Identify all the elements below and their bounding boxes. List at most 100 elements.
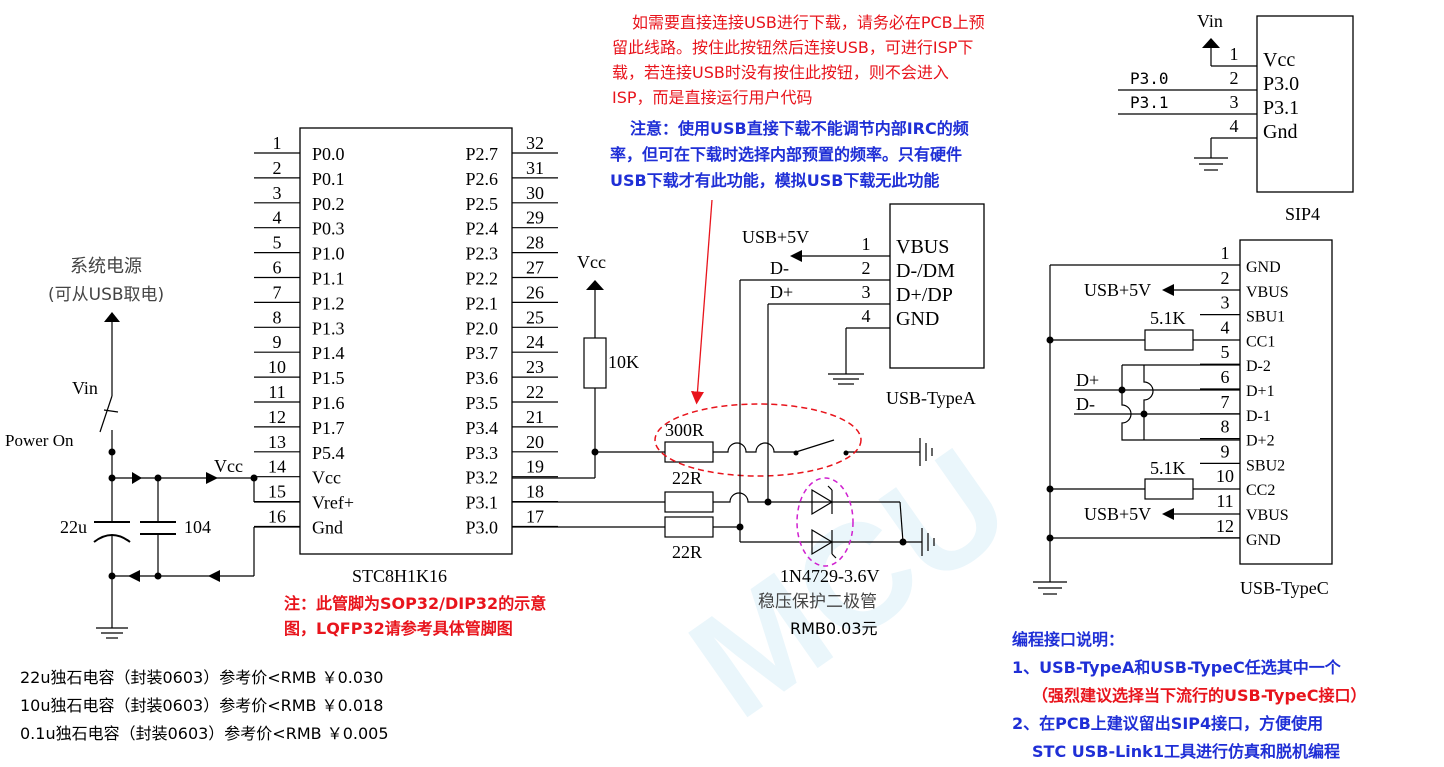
mcu-pin-29-num: 29 <box>526 208 544 228</box>
mcu-pin-12-name: P1.7 <box>312 418 345 438</box>
resistor-cc2 <box>1144 478 1194 500</box>
diode-price: RMB0.03元 <box>790 619 878 638</box>
usb-typec-5v-bottom: USB+5V <box>1084 504 1151 524</box>
power-switch[interactable] <box>99 395 113 433</box>
mcu-pin-24-num: 24 <box>526 332 544 352</box>
usbc-pin-num: 9 <box>1221 441 1230 461</box>
usb-typea-5v: USB+5V <box>742 227 809 247</box>
mcu-pin-14-name: Vcc <box>312 468 341 488</box>
pullup-vcc-label: Vcc <box>577 252 606 272</box>
mcu-pin-23-num: 23 <box>526 357 544 377</box>
usbc-pin-num: 6 <box>1221 367 1230 387</box>
isp-button[interactable] <box>795 439 835 453</box>
mcu-pin-7-num: 7 <box>273 282 282 302</box>
resistor-22r-a <box>664 491 714 513</box>
ground-icon <box>828 373 864 385</box>
mcu-pin-17-num: 17 <box>526 507 544 527</box>
usba-pin-name: D-/DM <box>896 260 955 282</box>
blue-note-line-3: USB下载才有此功能，模拟USB下载无此功能 <box>610 171 940 190</box>
mcu-pin-10-num: 10 <box>268 357 286 377</box>
mcu-pin-8-num: 8 <box>273 307 282 327</box>
resistor-300r <box>664 441 714 463</box>
usb-typec-body <box>1239 239 1333 565</box>
resistor-10k <box>583 337 607 389</box>
mcu-pin-24-name: P3.7 <box>465 343 498 363</box>
mcu-pin-10-name: P1.5 <box>312 368 345 388</box>
prog-title: 编程接口说明： <box>1012 630 1125 649</box>
prog-item-2: 2、在PCB上建议留出SIP4接口，方便使用 <box>1012 714 1324 733</box>
usb-typea-body <box>889 203 985 369</box>
sip4-pin-num: 1 <box>1230 44 1239 64</box>
usbc-pin-name: GND <box>1246 532 1281 549</box>
blue-note-line-2: 率，但可在下载时选择内部预置的频率。只有硬件 <box>610 145 963 164</box>
usb-typec-dplus: D+ <box>1076 370 1099 390</box>
mcu-pin-7-name: P1.2 <box>312 293 345 313</box>
cap-104-label: 104 <box>184 517 211 537</box>
usbc-pin-num: 10 <box>1216 466 1234 486</box>
mcu-pin-16-num: 16 <box>268 507 286 527</box>
mcu-pin-14-num: 14 <box>268 457 286 477</box>
mcu-pin-21-num: 21 <box>526 407 544 427</box>
power-label-1: 系统电源 <box>70 256 142 277</box>
mcu-pin-2-name: P0.1 <box>312 169 345 189</box>
sip4-net-p30: P3.0 <box>1130 69 1169 88</box>
mcu-pin-26-num: 26 <box>526 282 544 302</box>
mcu-pin-15-name: Vref+ <box>312 493 354 513</box>
sip4-pin-name: Gnd <box>1263 121 1297 143</box>
blue-note: 注意：使用USB直接下载不能调节内部IRC的频 率，但可在下载时选择内部预置的频… <box>610 116 969 194</box>
usba-pin-name: D+/DP <box>896 284 953 306</box>
cap-price-2: 10u独石电容（封装0603）参考价<RMB ￥0.018 <box>20 696 384 715</box>
mcu-pin-9-num: 9 <box>273 332 282 352</box>
mcu-pin-3-name: P0.2 <box>312 194 345 214</box>
resistor-cc1-label: 5.1K <box>1150 308 1186 328</box>
mcu-pin-18-name: P3.1 <box>465 493 498 513</box>
sip4-pin-name: P3.0 <box>1263 73 1299 95</box>
mcu-pin-13-name: P5.4 <box>312 443 345 463</box>
usbc-pin-num: 12 <box>1216 516 1234 536</box>
isp-highlight <box>654 403 862 477</box>
mcu-left-pins: 1P0.02P0.13P0.24P0.35P1.06P1.17P1.28P1.3… <box>254 133 354 538</box>
mcu-pin-1-num: 1 <box>273 133 282 153</box>
usbc-pin-name: VBUS <box>1246 507 1289 524</box>
mcu-pin-22-num: 22 <box>526 382 544 402</box>
mcu-body <box>299 127 513 555</box>
power-switch-label: Power On <box>5 431 74 450</box>
diode-part: 1N4729-3.6V <box>780 566 880 586</box>
sip4-net-p31: P3.1 <box>1130 93 1169 112</box>
diode-desc: 稳压保护二极管 <box>758 592 877 612</box>
usbc-pin-name: GND <box>1246 259 1281 276</box>
ground-icon <box>1033 581 1067 595</box>
power-label-2: (可从USB取电) <box>48 285 164 305</box>
resistor-300r-label: 300R <box>665 420 704 440</box>
usb-typea-title: USB-TypeA <box>886 388 976 408</box>
sip4-pin-name: Vcc <box>1263 49 1295 71</box>
mcu-pin-6-name: P1.1 <box>312 269 345 289</box>
mcu-pin-27-name: P2.2 <box>465 269 498 289</box>
mcu-pin-2-num: 2 <box>273 158 282 178</box>
usbc-pin-num: 11 <box>1216 491 1233 511</box>
usb-typea-dminus: D- <box>770 258 789 278</box>
red-note-line-1: 如需要直接连接USB进行下载，请务必在PCB上预 <box>632 13 985 32</box>
note-pointer <box>691 199 713 405</box>
pin-note-line-1: 注：此管脚为SOP32/DIP32的示意 <box>284 594 547 613</box>
mcu-pin-9-name: P1.4 <box>312 343 345 363</box>
mcu-pin-16-name: Gnd <box>312 518 343 538</box>
red-note-line-4: ISP，而是直接运行用户代码 <box>612 88 813 107</box>
sip4-pin-name: P3.1 <box>1263 97 1299 119</box>
mcu-pin-17-name: P3.0 <box>465 518 498 538</box>
mcu-pin-27-num: 27 <box>526 258 544 278</box>
usbc-pin-num: 5 <box>1221 342 1230 362</box>
mcu-pin-31-num: 31 <box>526 158 544 178</box>
resistor-22r-a-label: 22R <box>672 468 702 488</box>
mcu-pin-30-num: 30 <box>526 183 544 203</box>
prog-item-1b: （强烈建议选择当下流行的USB-TypeC接口） <box>1032 686 1367 705</box>
vin-arrow <box>104 312 120 322</box>
mcu-pin-21-name: P3.4 <box>465 418 498 438</box>
mcu-pin-22-name: P3.5 <box>465 393 498 413</box>
blue-note-line-1: 注意：使用USB直接下载不能调节内部IRC的频 <box>630 119 969 138</box>
resistor-cc1 <box>1144 329 1194 351</box>
diode-highlight <box>796 477 854 567</box>
usbc-pin-num: 7 <box>1221 392 1230 412</box>
